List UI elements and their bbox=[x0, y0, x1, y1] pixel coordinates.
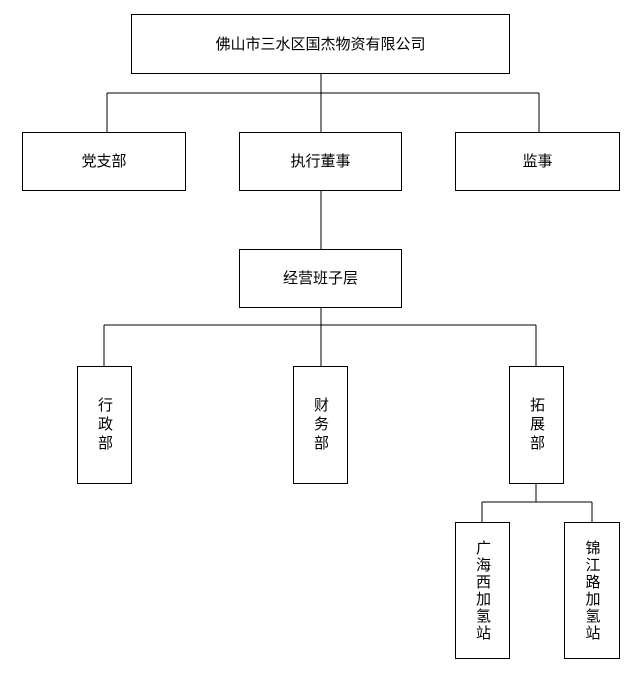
company-label: 佛山市三水区国杰物资有限公司 bbox=[215, 34, 426, 53]
finance-dept-label: 财务部 bbox=[312, 396, 330, 454]
guanghaixi-station-box: 广海西加氢站 bbox=[455, 522, 510, 659]
company-box: 佛山市三水区国杰物资有限公司 bbox=[131, 14, 510, 74]
admin-dept-box: 行政部 bbox=[77, 366, 132, 484]
management-team-box: 经营班子层 bbox=[239, 249, 402, 308]
executive-director-box: 执行董事 bbox=[239, 132, 402, 191]
management-team-label: 经营班子层 bbox=[282, 269, 358, 287]
jinjianglu-station-label: 锦江路加氢站 bbox=[583, 539, 602, 642]
party-branch-label: 党支部 bbox=[81, 152, 127, 170]
executive-director-label: 执行董事 bbox=[290, 152, 351, 170]
supervisor-box: 监事 bbox=[455, 132, 620, 191]
party-branch-box: 党支部 bbox=[22, 132, 186, 191]
guanghaixi-station-label: 广海西加氢站 bbox=[474, 539, 492, 642]
admin-dept-label: 行政部 bbox=[96, 396, 114, 454]
expansion-dept-box: 拓展部 bbox=[509, 366, 564, 484]
supervisor-label: 监事 bbox=[522, 152, 553, 170]
jinjianglu-station-box: 锦江路加氢站 bbox=[564, 522, 620, 659]
finance-dept-box: 财务部 bbox=[293, 366, 348, 484]
expansion-dept-label: 拓展部 bbox=[528, 396, 546, 454]
